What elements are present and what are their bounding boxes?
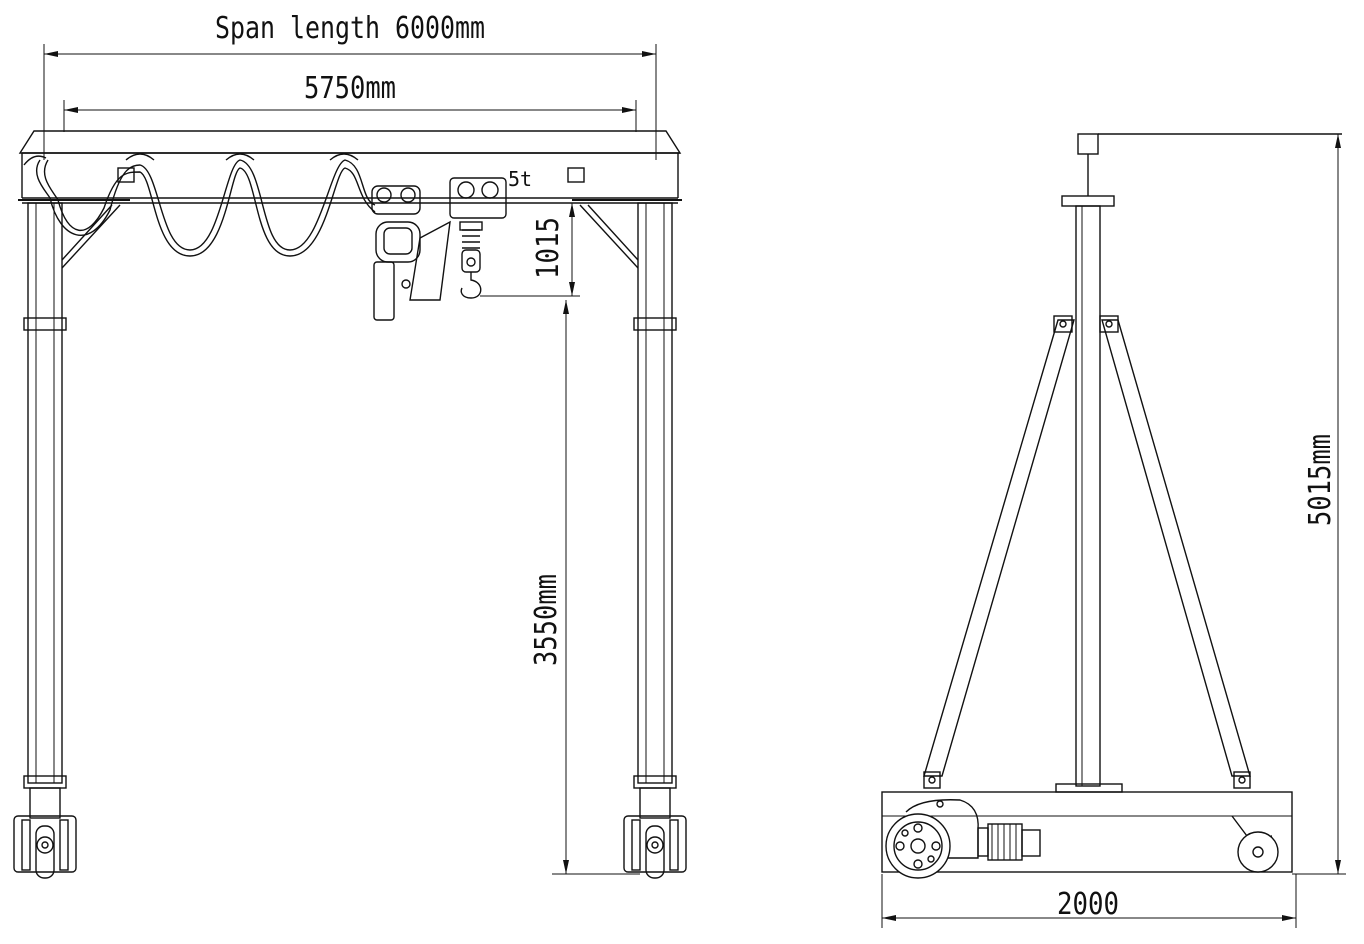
hook-drop-dimension: 1015 [480,203,580,297]
base-frame [881,783,1293,873]
span-dimension: Span length 6000mm [43,11,657,160]
clear-height-dimension: 3550mm [529,300,640,875]
center-column [1075,205,1101,787]
total-height-label: 5015mm [1303,434,1338,526]
span-label: Span length 6000mm [215,11,485,46]
inner-span-label: 5750mm [304,71,396,106]
front-view: Span length 6000mm 5750mm [13,11,687,879]
right-leg [579,202,687,879]
total-height-dimension: 5015mm [1292,134,1346,875]
left-leg [13,202,121,879]
festoon-cable [23,153,585,257]
drive-unit [885,799,1041,879]
side-view: 5015mm 2000 [881,133,1346,928]
side-braces [923,315,1251,789]
top-beam [18,130,682,204]
base-width-label: 2000 [1057,887,1119,922]
capacity-label: 5t [508,167,532,191]
inner-span-dimension: 5750mm [63,71,637,132]
hoist-trolley: 5t [371,167,532,321]
caster-wheel [1231,815,1279,873]
hook-drop-label: 1015 [531,217,566,279]
top-cap [1061,133,1342,207]
clear-height-label: 3550mm [529,574,564,666]
base-width-dimension: 2000 [881,874,1297,928]
